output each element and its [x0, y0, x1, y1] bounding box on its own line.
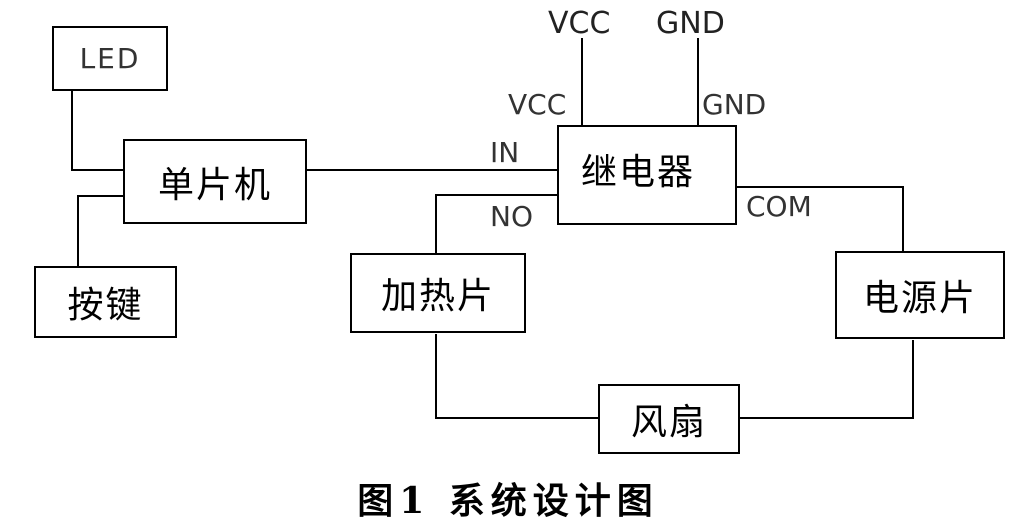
fan-box: 风扇	[598, 384, 740, 454]
button-box: 按键	[34, 266, 177, 338]
gnd-supply-label: GND	[656, 6, 725, 41]
gnd-pin-label: GND	[702, 88, 767, 121]
no-pin-label: NO	[490, 200, 533, 233]
heater-box: 加热片	[350, 253, 526, 333]
vcc-supply-label: VCC	[548, 6, 611, 41]
wire-heater-fan	[435, 334, 599, 419]
power-box: 电源片	[835, 251, 1005, 339]
wire-led-mcu	[71, 90, 124, 171]
heater-label: 加热片	[380, 276, 495, 317]
fan-label: 风扇	[630, 402, 707, 443]
led-box: LED	[52, 26, 168, 91]
button-label: 按键	[67, 285, 144, 326]
in-pin-label: IN	[490, 136, 520, 169]
figure-caption: 图1 系统设计图	[357, 480, 659, 522]
wire-no-heater	[435, 194, 557, 254]
led-label: LED	[79, 42, 141, 75]
wire-power-fan	[739, 340, 914, 419]
com-pin-label: COM	[746, 190, 812, 223]
wire-button-mcu	[77, 195, 124, 268]
relay-label: 继电器	[581, 152, 696, 193]
power-label: 电源片	[862, 278, 977, 319]
relay-box: 继电器	[557, 125, 737, 225]
mcu-box: 单片机	[123, 139, 307, 224]
vcc-pin-label: VCC	[508, 88, 567, 121]
mcu-label: 单片机	[157, 164, 272, 206]
wire-com-power	[735, 186, 904, 252]
